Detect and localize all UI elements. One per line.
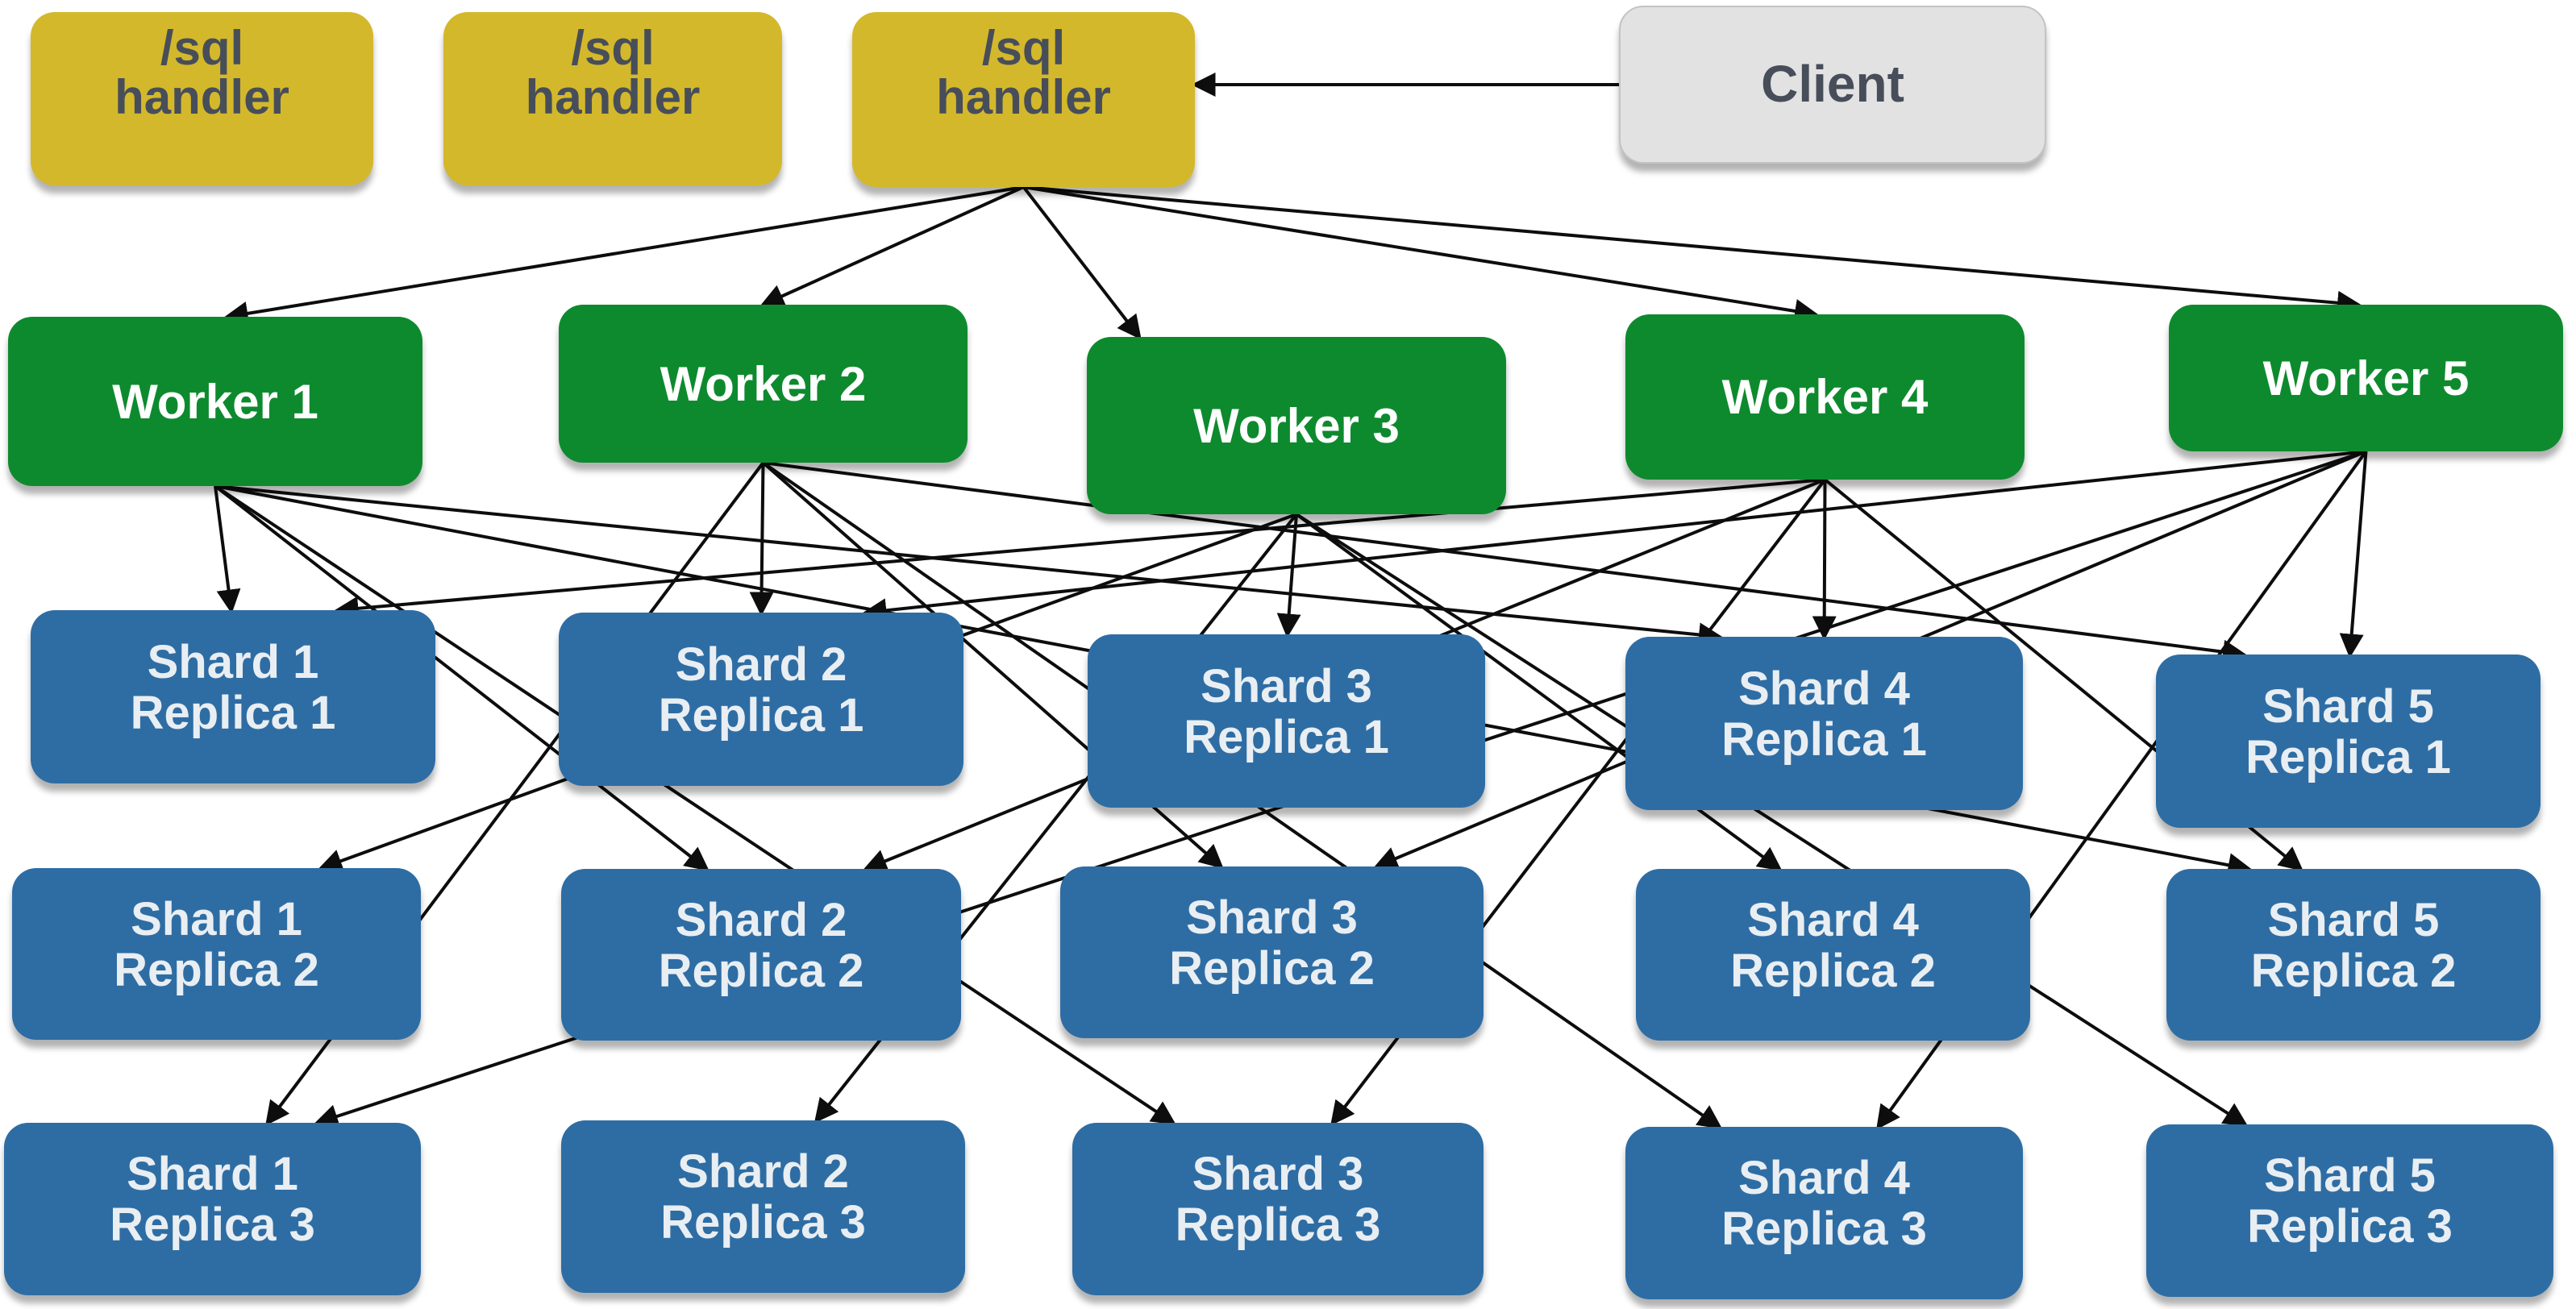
node-worker-3-label: Worker 3: [1193, 398, 1400, 453]
node-shard-5-replica-3: Shard 5 Replica 3: [2146, 1124, 2553, 1297]
edge-w1-s1r1: [214, 485, 241, 614]
node-shard-2-replica-2: Shard 2 Replica 2: [561, 869, 961, 1041]
node-worker-4-label: Worker 4: [1721, 370, 1929, 424]
edge-h3-w3: [1022, 185, 1142, 340]
edge-h3-w2: [759, 185, 1025, 308]
edge-w3-s3r1: [1276, 513, 1301, 638]
node-shard-5-replica-3-label: Shard 5 Replica 3: [2247, 1149, 2453, 1253]
node-shard-1-replica-3: Shard 1 Replica 3: [4, 1123, 421, 1295]
node-worker-2-label: Worker 2: [660, 356, 867, 411]
node-shard-1-replica-2: Shard 1 Replica 2: [12, 868, 421, 1040]
node-worker-1: Worker 1: [8, 317, 422, 486]
node-shard-5-replica-2-label: Shard 5 Replica 2: [2250, 893, 2457, 997]
node-worker-3: Worker 3: [1087, 337, 1506, 514]
node-worker-2: Worker 2: [559, 305, 968, 463]
edge-w2-s2r1: [749, 462, 774, 617]
node-shard-4-replica-3-label: Shard 4 Replica 3: [1721, 1152, 1927, 1255]
node-worker-1-label: Worker 1: [112, 374, 318, 429]
node-shard-3-replica-3: Shard 3 Replica 3: [1072, 1123, 1484, 1295]
node-sql-handler-1-label: /sql handler: [114, 21, 289, 125]
node-shard-1-replica-1: Shard 1 Replica 1: [31, 610, 435, 783]
node-shard-3-replica-1-label: Shard 3 Replica 1: [1184, 659, 1389, 763]
node-shard-3-replica-3-label: Shard 3 Replica 3: [1175, 1148, 1381, 1251]
node-client-label: Client: [1761, 55, 1904, 114]
node-shard-5-replica-1: Shard 5 Replica 1: [2156, 654, 2541, 828]
node-shard-4-replica-2: Shard 4 Replica 2: [1636, 869, 2030, 1041]
node-shard-2-replica-3-label: Shard 2 Replica 3: [660, 1145, 866, 1249]
node-shard-2-replica-2-label: Shard 2 Replica 2: [658, 893, 864, 997]
edge-w4-s1r1: [334, 478, 1825, 621]
node-sql-handler-3-label: /sql handler: [936, 21, 1111, 125]
node-worker-5-label: Worker 5: [2262, 351, 2470, 405]
node-shard-1-replica-3-label: Shard 1 Replica 3: [110, 1148, 315, 1251]
node-shard-2-replica-1: Shard 2 Replica 1: [559, 613, 963, 786]
node-shard-1-replica-1-label: Shard 1 Replica 1: [130, 635, 336, 739]
node-shard-4-replica-1: Shard 4 Replica 1: [1625, 637, 2023, 810]
node-sql-handler-1: /sql handler: [31, 12, 373, 185]
node-shard-5-replica-2: Shard 5 Replica 2: [2166, 869, 2541, 1041]
edge-w5-s5r1: [2339, 451, 2368, 659]
node-shard-2-replica-1-label: Shard 2 Replica 1: [658, 638, 864, 742]
node-shard-4-replica-2-label: Shard 4 Replica 2: [1730, 893, 1936, 997]
node-shard-5-replica-1-label: Shard 5 Replica 1: [2245, 679, 2451, 783]
node-worker-5: Worker 5: [2169, 305, 2563, 451]
edge-h3-w5: [1023, 185, 2362, 315]
node-sql-handler-2: /sql handler: [443, 12, 782, 185]
edge-h3-w4: [1023, 185, 1819, 323]
node-shard-4-replica-1-label: Shard 4 Replica 1: [1721, 662, 1927, 766]
node-shard-3-replica-1: Shard 3 Replica 1: [1088, 634, 1485, 808]
node-sql-handler-2-label: /sql handler: [525, 21, 701, 125]
node-shard-3-replica-2: Shard 3 Replica 2: [1060, 866, 1484, 1038]
node-shard-4-replica-3: Shard 4 Replica 3: [1625, 1127, 2023, 1299]
node-shard-1-replica-2-label: Shard 1 Replica 2: [114, 892, 319, 996]
node-shard-3-replica-2-label: Shard 3 Replica 2: [1169, 891, 1375, 995]
node-sql-handler-3: /sql handler: [852, 12, 1195, 187]
edge-h3-w1: [223, 185, 1024, 326]
node-shard-2-replica-3: Shard 2 Replica 3: [561, 1120, 965, 1293]
node-worker-4: Worker 4: [1625, 314, 2025, 480]
node-client: Client: [1619, 6, 2046, 164]
